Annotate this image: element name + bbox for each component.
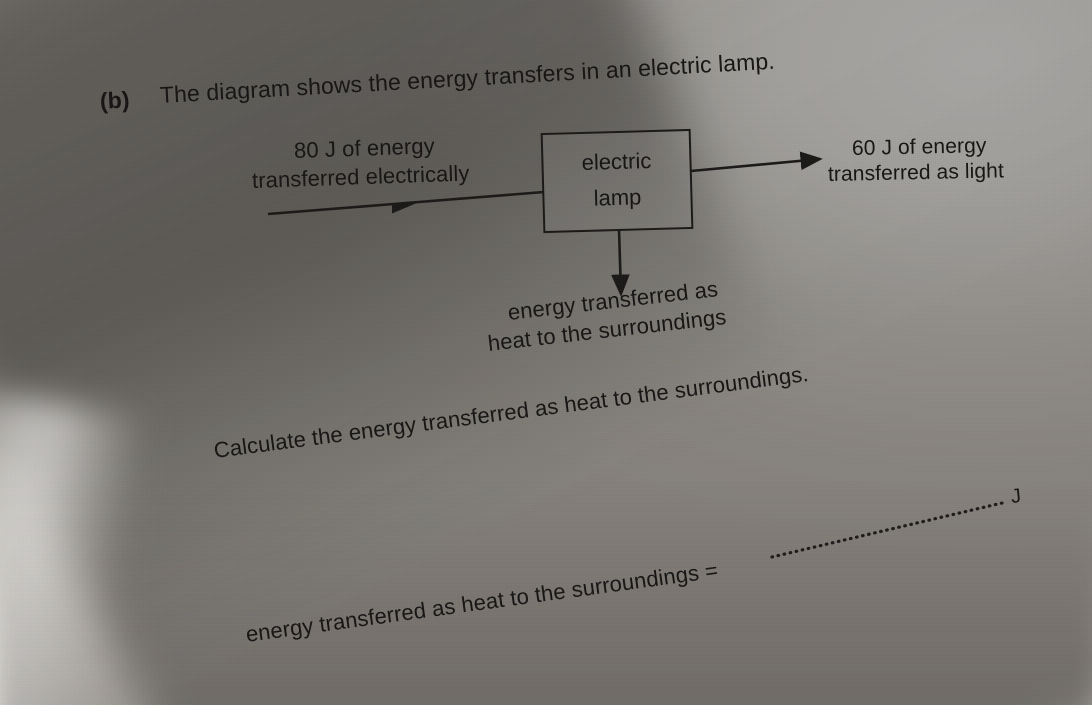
input-arrow-head bbox=[392, 202, 418, 214]
shadow-bottom bbox=[0, 485, 1092, 705]
heat-arrow bbox=[611, 228, 630, 297]
light-arrow bbox=[690, 151, 823, 173]
answer-dotted-line bbox=[770, 501, 1004, 559]
input-arrow-shaft bbox=[267, 190, 545, 216]
